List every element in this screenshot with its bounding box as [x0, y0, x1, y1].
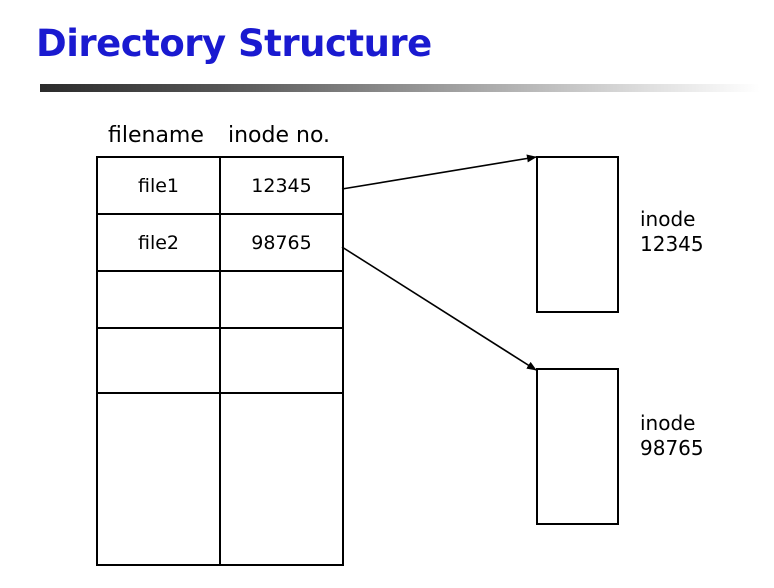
inode-label-98765: inode 98765 — [640, 411, 704, 461]
inode-cell — [219, 392, 344, 566]
filename-cell: file1 — [96, 156, 221, 215]
table-row — [96, 270, 344, 329]
filename-cell — [96, 327, 221, 394]
page-title: Directory Structure — [36, 22, 432, 65]
inode-label-number: 12345 — [640, 232, 704, 256]
table-row — [96, 327, 344, 394]
pointer-arrow-file2 — [341, 246, 537, 371]
inode-box-12345 — [536, 156, 619, 313]
inode-column-header: inode no. — [228, 123, 331, 148]
table-row: file2 98765 — [96, 213, 344, 272]
inode-label-word: inode — [640, 411, 696, 435]
inode-cell — [219, 327, 344, 394]
filename-cell: file2 — [96, 213, 221, 272]
directory-table: file1 12345 file2 98765 — [96, 156, 344, 566]
filename-cell — [96, 270, 221, 329]
pointer-arrow-file1 — [341, 154, 537, 190]
inode-cell: 12345 — [219, 156, 344, 215]
title-underline-bar — [40, 84, 760, 92]
table-row: file1 12345 — [96, 156, 344, 215]
filename-column-header: filename — [108, 123, 204, 148]
inode-cell: 98765 — [219, 213, 344, 272]
inode-cell — [219, 270, 344, 329]
inode-box-98765 — [536, 368, 619, 525]
inode-label-12345: inode 12345 — [640, 207, 704, 257]
inode-label-word: inode — [640, 207, 696, 231]
inode-label-number: 98765 — [640, 436, 704, 460]
table-row — [96, 392, 344, 566]
filename-cell — [96, 392, 221, 566]
